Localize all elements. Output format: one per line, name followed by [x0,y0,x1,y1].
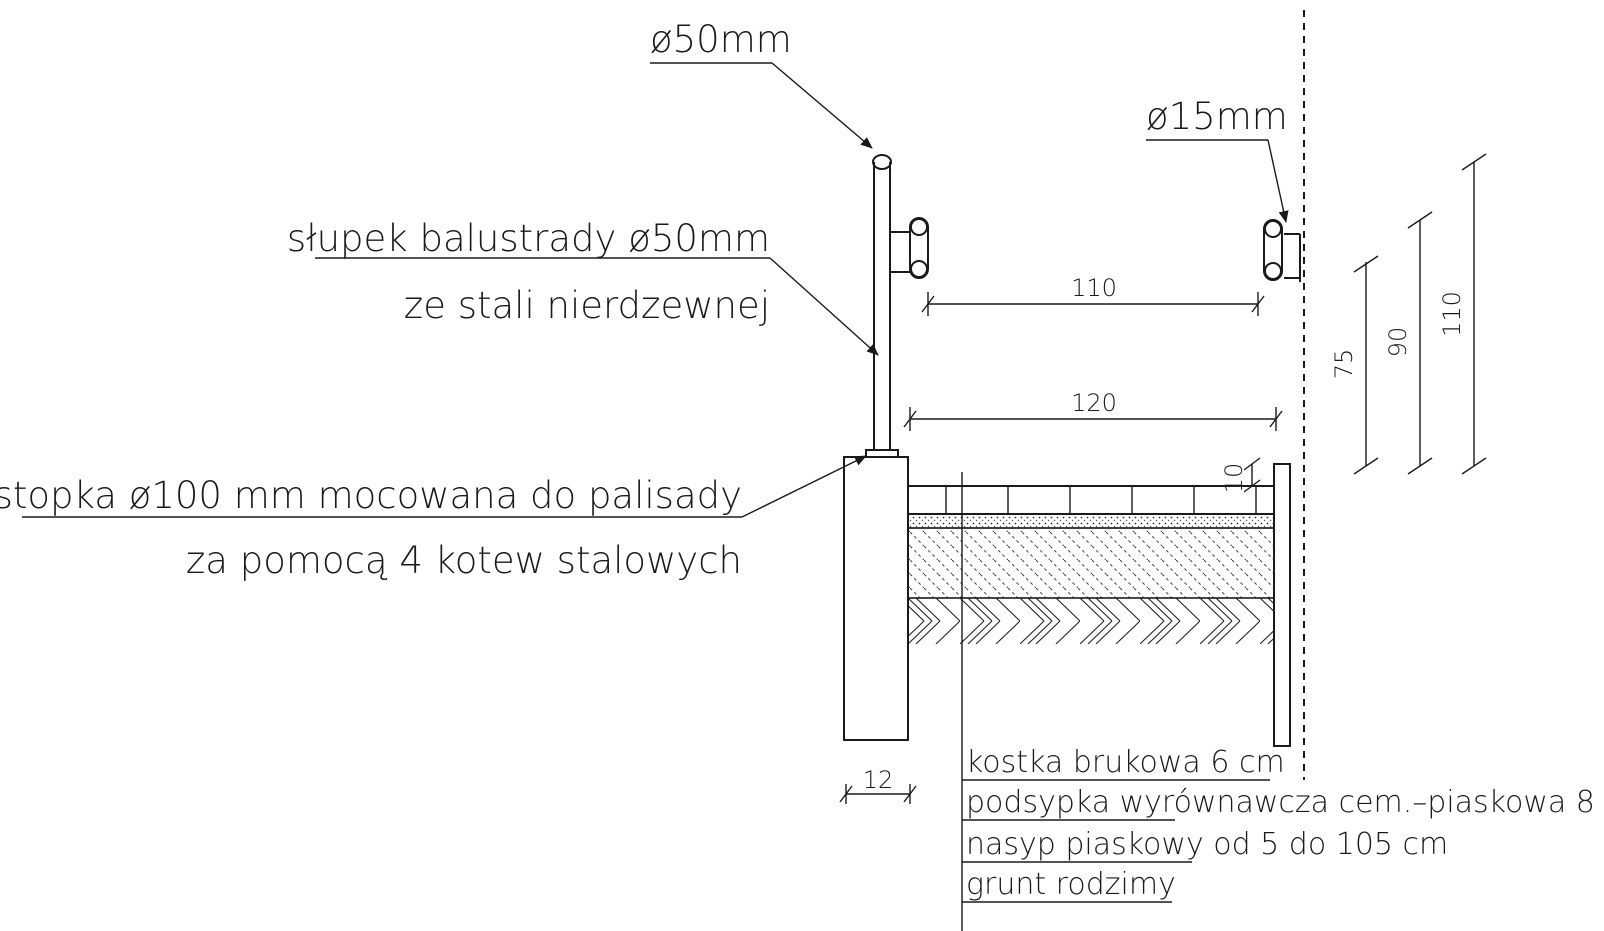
layer-label-sand: nasyp piaskowy od 5 do 105 cm [966,827,1448,862]
leader-foot [22,455,867,518]
dim-palisade-width [839,784,917,804]
dim-height-90 [1407,211,1433,475]
label-dim-75: 75 [1330,349,1358,380]
dim-curb-height [1243,457,1261,493]
handrail-bracket-right [1263,219,1301,282]
sand-fill-layer [907,527,1275,599]
label-post-line2: ze stali nierdzewnej [404,284,770,327]
dim-height-75 [1353,255,1379,475]
dim-handrail-spacing [921,292,1265,316]
dim-height-110 [1461,153,1487,475]
native-soil-layer [908,598,1274,644]
label-post-line1: słupek balustrady ø50mm [287,217,770,260]
curb [1273,463,1291,747]
layer-label-soil: grunt rodzimy [966,867,1176,902]
layer-label-bedding: podsypka wyrównawcza cem.–piaskowa 8 cm [966,785,1604,820]
label-handrail-diameter: ø15mm [1146,95,1288,138]
label-dim-12: 12 [863,766,894,794]
label-foot-line1: stopka ø100 mm mocowana do palisady [0,474,742,517]
dim-walkway-width [903,407,1283,431]
label-foot-line2: za pomocą 4 kotew stalowych [186,539,742,582]
label-dim-10: 10 [1220,463,1248,494]
leader-handrail-diameter [1146,139,1289,223]
label-dim-90: 90 [1384,327,1412,358]
label-dim-120: 120 [1071,389,1117,417]
label-dim-110-vertical: 110 [1438,291,1466,337]
leader-top-diameter [650,62,873,149]
label-top-diameter: ø50mm [650,18,792,61]
palisade [843,456,909,741]
label-dim-110-horizontal: 110 [1071,274,1117,302]
layer-label-paving: kostka brukowa 6 cm [966,745,1285,780]
handrail-bracket-left [890,217,929,279]
baluster-post [865,154,899,458]
bedding-layer [907,513,1275,529]
leader-post [315,257,879,356]
